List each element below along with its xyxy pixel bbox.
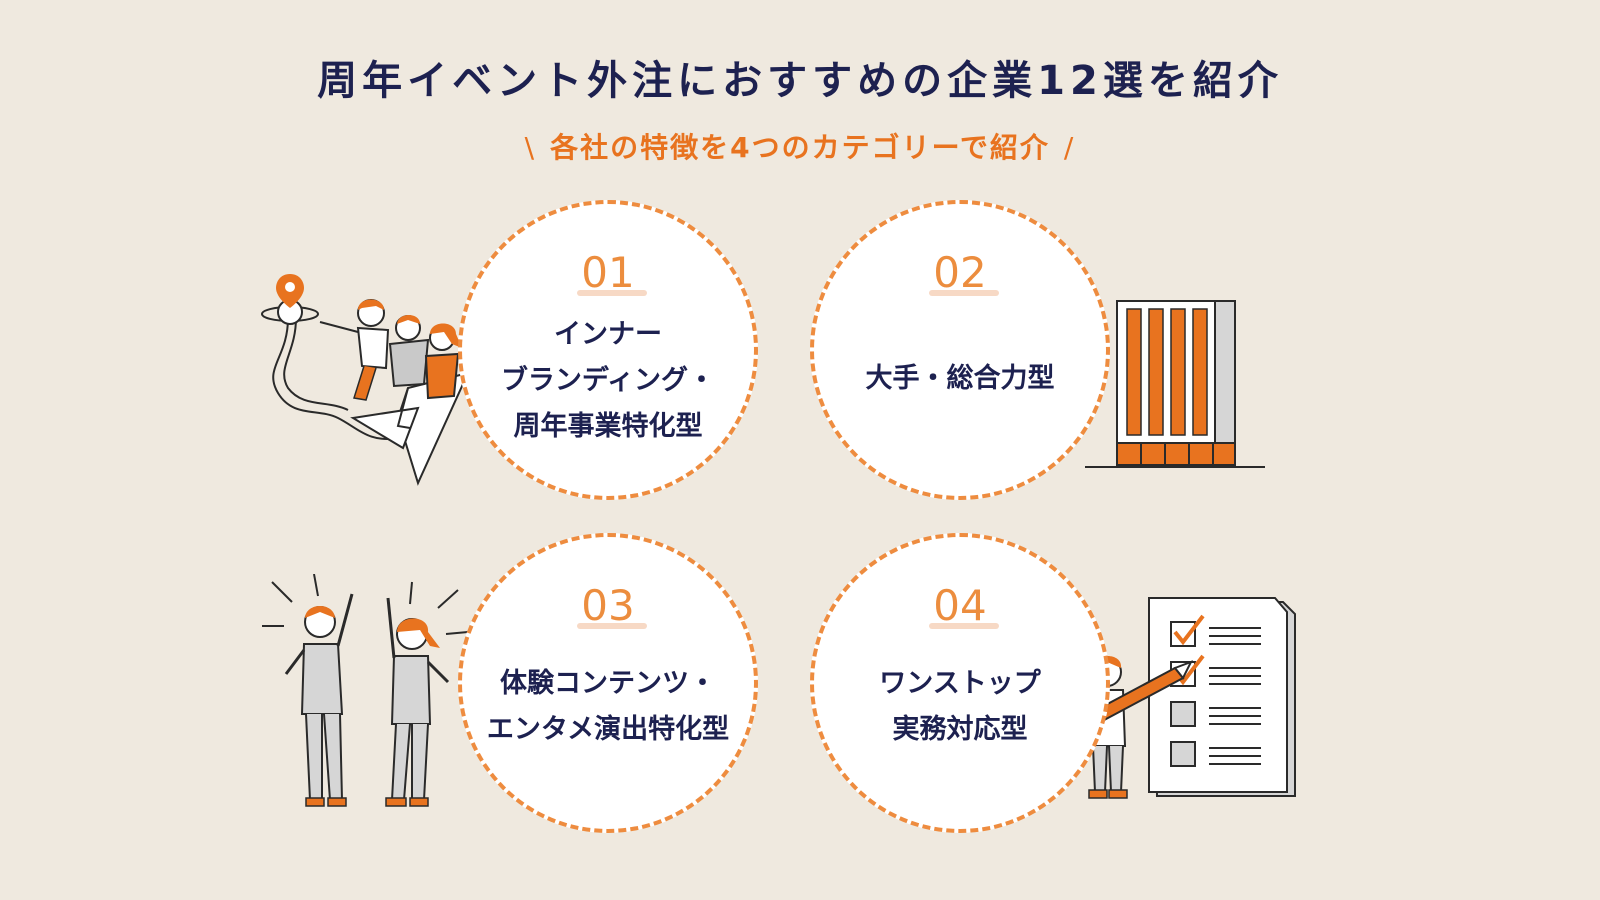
- page-title: 周年イベント外注におすすめの企業12選を紹介: [317, 58, 1283, 104]
- category-circle-03: 03 体験コンテンツ・ エンタメ演出特化型: [458, 533, 758, 833]
- subtitle-slash-right: /: [1063, 131, 1076, 164]
- category-label-line: 周年事業特化型: [513, 411, 703, 442]
- category-number: 02: [933, 248, 987, 297]
- checklist-with-pencil-icon: [1071, 597, 1296, 799]
- category-label-line: ブランディング・: [500, 365, 716, 396]
- category-label-line: 大手・総合力型: [865, 363, 1055, 394]
- category-number: 01: [581, 248, 635, 297]
- subtitle-slash-left: \: [524, 131, 537, 164]
- category-number: 04: [933, 581, 987, 630]
- category-circle-02: 02 大手・総合力型: [810, 200, 1110, 500]
- category-label: 体験コンテンツ・ エンタメ演出特化型: [482, 661, 734, 753]
- team-on-paper-plane-icon: [261, 274, 470, 486]
- number-underline: [577, 290, 647, 296]
- category-label-line: インナー: [554, 319, 662, 350]
- category-label-line: エンタメ演出特化型: [486, 714, 730, 745]
- cheering-people-icon: [262, 574, 469, 807]
- number-underline: [577, 623, 647, 629]
- category-number: 03: [581, 581, 635, 630]
- category-label: 大手・総合力型: [834, 356, 1086, 402]
- subtitle: \ 各社の特徴を4つのカテゴリーで紹介 /: [0, 126, 1600, 166]
- number-underline: [929, 290, 999, 296]
- category-circle-04: 04 ワンストップ 実務対応型: [810, 533, 1110, 833]
- category-label: ワンストップ 実務対応型: [834, 661, 1086, 753]
- category-label-line: 体験コンテンツ・: [500, 668, 716, 699]
- subtitle-text: 各社の特徴を4つのカテゴリーで紹介: [550, 131, 1050, 164]
- category-label: インナー ブランディング・ 周年事業特化型: [482, 312, 734, 450]
- category-label-line: 実務対応型: [892, 714, 1028, 745]
- office-building-icon: [1085, 300, 1265, 468]
- category-circle-01: 01 インナー ブランディング・ 周年事業特化型: [458, 200, 758, 500]
- category-label-line: ワンストップ: [879, 668, 1041, 699]
- number-underline: [929, 623, 999, 629]
